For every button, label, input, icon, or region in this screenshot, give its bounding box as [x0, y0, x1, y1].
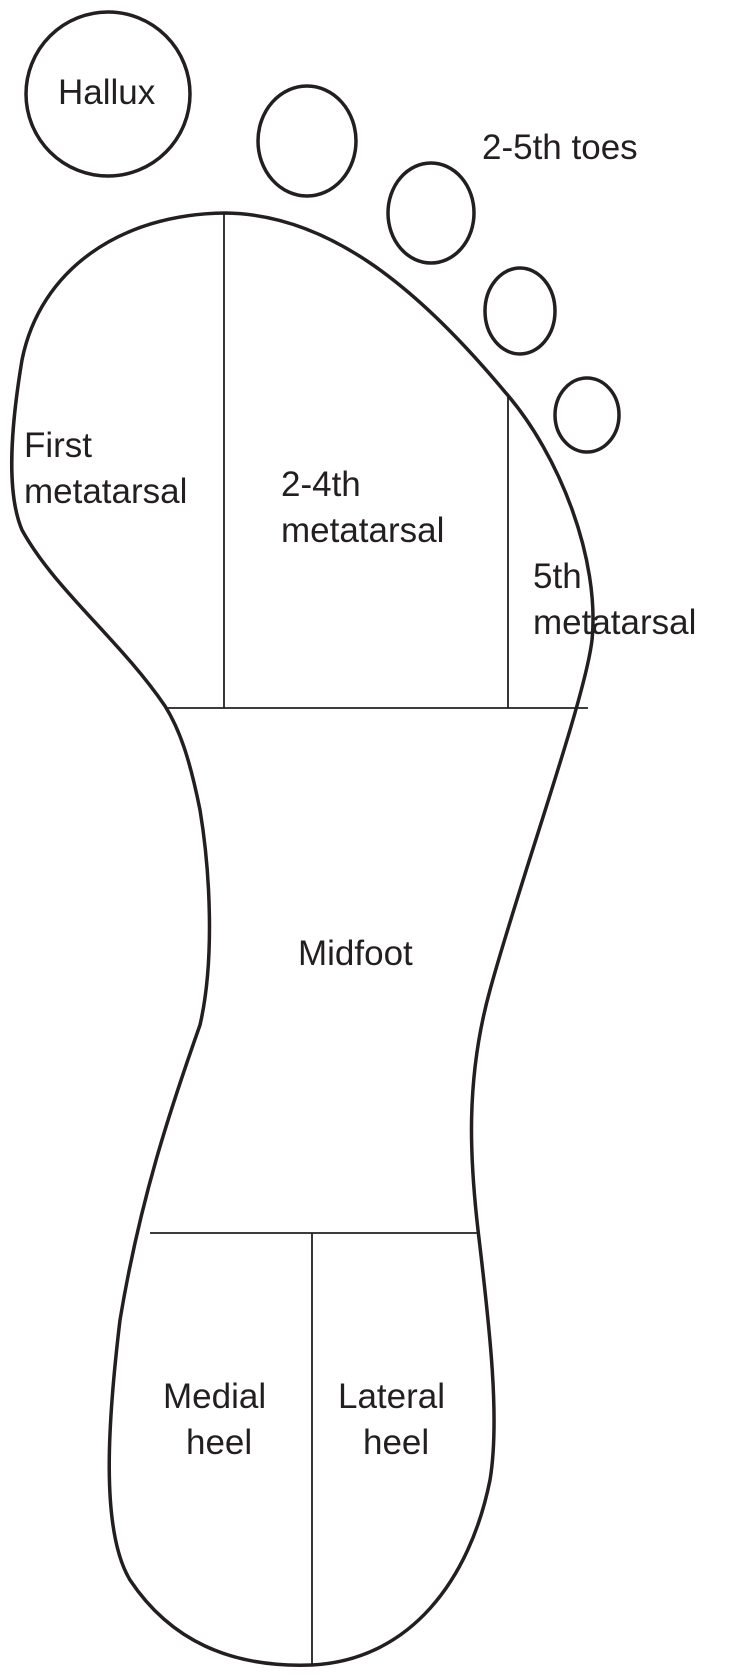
medial-heel-label-line2: heel: [186, 1423, 252, 1462]
medial-heel-label-line1: Medial: [163, 1377, 266, 1416]
hallux-label: Hallux: [58, 73, 156, 112]
third-toe-outline: [386, 161, 476, 265]
second-fourth-metatarsal-label-line2: metatarsal: [281, 511, 444, 550]
first-metatarsal-label-line2: metatarsal: [24, 472, 187, 511]
second-fourth-metatarsal-label-line1: 2-4th: [281, 465, 361, 504]
midfoot-label: Midfoot: [298, 934, 413, 973]
lateral-heel-label-line2: heel: [363, 1423, 429, 1462]
second-toe-outline: [256, 84, 358, 198]
lateral-heel-label-line1: Lateral: [338, 1377, 445, 1416]
hallux-outline: [24, 10, 192, 178]
first-metatarsal-label-line1: First: [24, 426, 92, 465]
fifth-metatarsal-label-line2: metatarsal: [533, 603, 696, 642]
fifth-metatarsal-label-line1: 5th: [533, 557, 582, 596]
foot-sole-outline: [9, 211, 595, 1667]
fifth-toe-outline: [553, 376, 621, 454]
lesser-toes-label: 2-5th toes: [482, 128, 638, 167]
fourth-toe-outline: [483, 266, 557, 356]
